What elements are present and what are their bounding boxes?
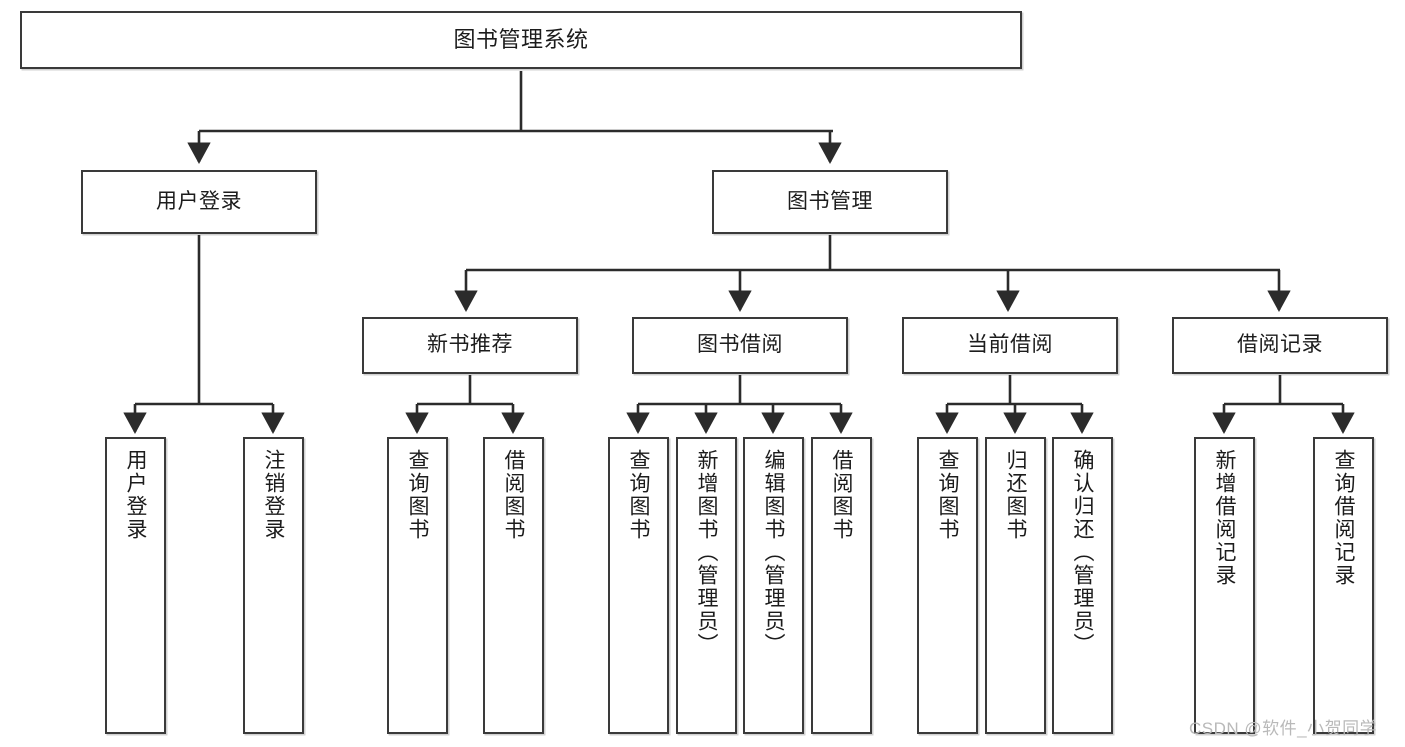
node-book-management[interactable]: 图书管理	[712, 170, 948, 234]
node-current-borrow[interactable]: 当前借阅	[902, 317, 1118, 374]
node-label: 借阅图书	[502, 449, 525, 541]
node-label: 新增借阅记录	[1213, 449, 1236, 587]
csdn-watermark: CSDN @软件_小贺同学	[1189, 719, 1378, 738]
node-label: 查询图书	[406, 449, 429, 541]
node-label: 查询借阅记录	[1332, 449, 1355, 587]
node-label: 注销登录	[262, 449, 285, 541]
node-label: 图书管理系统	[453, 27, 589, 53]
node-leaf-query-record[interactable]: 查询借阅记录	[1313, 437, 1374, 734]
node-user-login[interactable]: 用户登录	[81, 170, 317, 234]
node-leaf-add-record[interactable]: 新增借阅记录	[1194, 437, 1255, 734]
node-borrow-record[interactable]: 借阅记录	[1172, 317, 1388, 374]
node-leaf-query-book-3[interactable]: 查询图书	[917, 437, 978, 734]
node-leaf-query-book-1[interactable]: 查询图书	[387, 437, 448, 734]
node-leaf-confirm-return[interactable]: 确认归还（管理员）	[1052, 437, 1113, 734]
node-label: 借阅图书	[830, 449, 853, 541]
node-label: 用户登录	[124, 449, 147, 541]
node-leaf-add-book[interactable]: 新增图书（管理员）	[676, 437, 737, 734]
node-label: 新增图书（管理员）	[695, 449, 718, 656]
node-label: 查询图书	[936, 449, 959, 541]
node-label: 新书推荐	[427, 333, 513, 357]
node-label: 当前借阅	[967, 333, 1053, 357]
node-label: 图书借阅	[697, 333, 783, 357]
node-leaf-borrow-book-2[interactable]: 借阅图书	[811, 437, 872, 734]
node-root-book-management-system[interactable]: 图书管理系统	[20, 11, 1022, 69]
node-label: 归还图书	[1004, 449, 1027, 541]
node-book-borrow[interactable]: 图书借阅	[632, 317, 848, 374]
node-leaf-logout-login[interactable]: 注销登录	[243, 437, 304, 734]
node-label: 图书管理	[787, 189, 873, 213]
node-label: 查询图书	[627, 449, 650, 541]
node-leaf-user-login[interactable]: 用户登录	[105, 437, 166, 734]
node-new-book-recommend[interactable]: 新书推荐	[362, 317, 578, 374]
node-leaf-edit-book[interactable]: 编辑图书（管理员）	[743, 437, 804, 734]
node-label: 编辑图书（管理员）	[762, 449, 785, 656]
node-label: 确认归还（管理员）	[1071, 449, 1094, 656]
node-label: 借阅记录	[1237, 333, 1323, 357]
node-leaf-query-book-2[interactable]: 查询图书	[608, 437, 669, 734]
node-leaf-borrow-book-1[interactable]: 借阅图书	[483, 437, 544, 734]
node-label: 用户登录	[156, 189, 242, 213]
node-leaf-return-book[interactable]: 归还图书	[985, 437, 1046, 734]
